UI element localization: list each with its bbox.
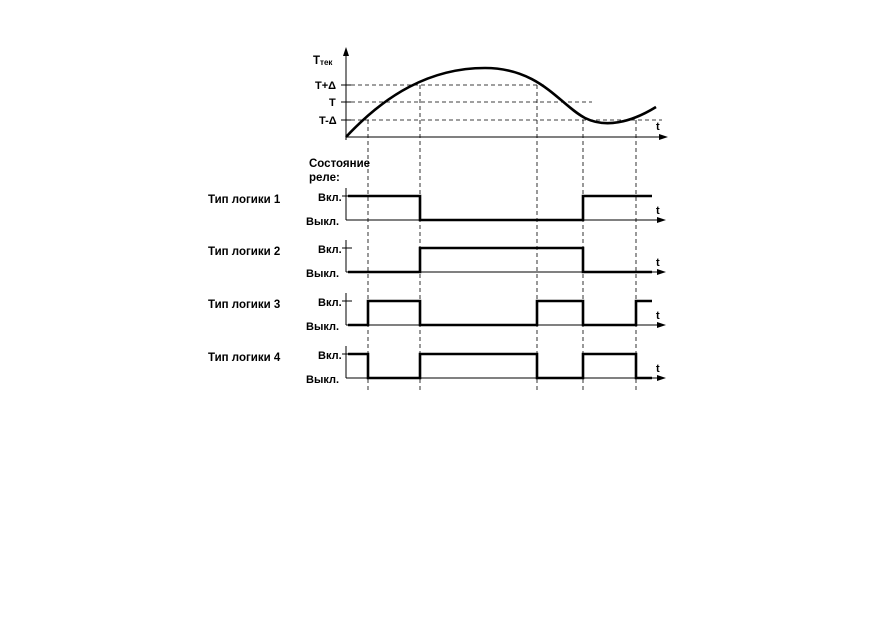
temp-y-axis-arrow-icon (343, 47, 349, 56)
row-logic-type-label: Тип логики 4 (208, 352, 281, 364)
event-lines (367, 85, 637, 390)
level-lower-label: T-Δ (319, 115, 337, 127)
temp-x-axis-arrow-icon (659, 134, 668, 140)
row-off-label: Выкл. (306, 216, 339, 228)
level-upper-label: T+Δ (315, 80, 336, 92)
row-x-axis-label: t (656, 205, 660, 217)
row-x-axis-arrow-icon (657, 269, 666, 275)
temperature-graph: Tтек T+Δ T T-Δ t (313, 47, 668, 140)
row-logic-type-label: Тип логики 3 (208, 299, 280, 311)
temperature-curve (345, 66, 657, 138)
relay-state-signal (348, 352, 652, 380)
row-x-axis-label: t (656, 363, 660, 375)
row-on-label: Вкл. (318, 350, 342, 362)
relay-header-line2: реле: (309, 172, 340, 184)
relay-row-2: Тип логики 2 Вкл. Выкл. t (208, 240, 666, 280)
row-x-axis-arrow-icon (657, 322, 666, 328)
row-off-label: Выкл. (306, 321, 339, 333)
row-on-label: Вкл. (318, 192, 342, 204)
temp-y-axis-label: Tтек (313, 55, 333, 67)
row-x-axis-arrow-icon (657, 375, 666, 381)
row-logic-type-label: Тип логики 2 (208, 246, 280, 258)
row-x-axis-label: t (656, 310, 660, 322)
temp-x-axis-label: t (656, 121, 660, 133)
relay-state-signal (348, 299, 652, 327)
relay-header-line1: Состояние (309, 158, 370, 170)
relay-row-1: Тип логики 1 Вкл. Выкл. t (208, 188, 666, 228)
row-off-label: Выкл. (306, 268, 339, 280)
row-logic-type-label: Тип логики 1 (208, 194, 281, 206)
row-on-label: Вкл. (318, 297, 342, 309)
relay-row-4: Тип логики 4 Вкл. Выкл. t (208, 346, 666, 386)
row-x-axis-label: t (656, 257, 660, 269)
row-on-label: Вкл. (318, 244, 342, 256)
row-off-label: Выкл. (306, 374, 339, 386)
level-setpoint-label: T (329, 97, 336, 109)
relay-state-signal (348, 246, 652, 274)
relay-state-signal (348, 194, 652, 222)
relay-row-3: Тип логики 3 Вкл. Выкл. t (208, 293, 666, 333)
row-x-axis-arrow-icon (657, 217, 666, 223)
